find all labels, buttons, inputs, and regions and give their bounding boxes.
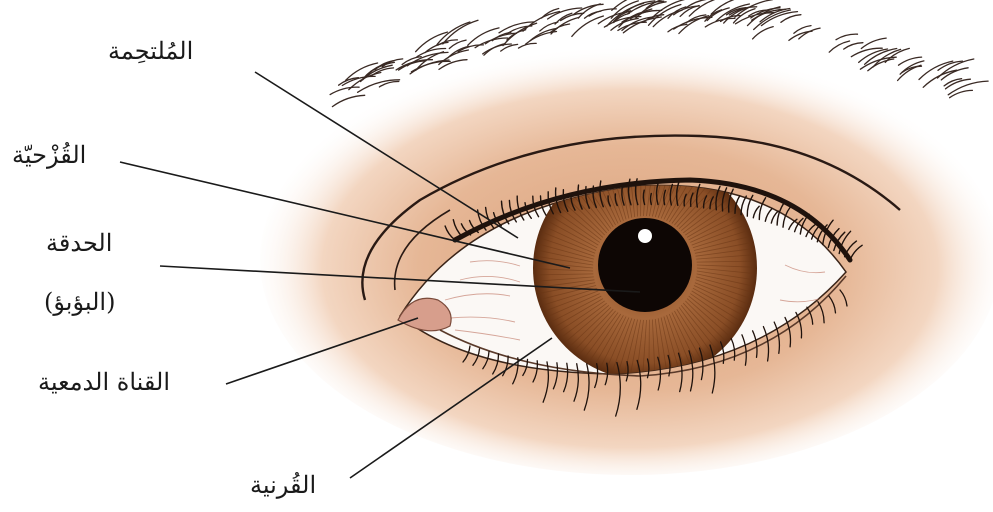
eyebrow-hair	[946, 79, 971, 89]
upper-eyelash	[651, 194, 652, 205]
label-tear-duct: القناة الدمعية	[38, 367, 170, 397]
eyebrow-hair	[705, 18, 735, 27]
label-pupil-alt: (البؤبؤ)	[44, 287, 115, 317]
eyebrow-hair	[519, 43, 537, 48]
eyebrow-hair	[861, 38, 886, 48]
label-pupil: الحدقة	[46, 228, 112, 258]
eyebrow-hair	[868, 59, 894, 71]
eyebrow-hair	[836, 34, 858, 40]
eyebrow-hair	[781, 15, 801, 23]
eyebrow-hair	[899, 57, 922, 65]
eyebrow-hair	[572, 16, 604, 36]
eyebrow-hair	[499, 22, 535, 33]
pupil-highlight	[638, 229, 652, 243]
eyebrow-hair	[330, 87, 359, 94]
label-conjunctiva: المُلتحِمة	[108, 36, 193, 66]
eyebrow-hair	[938, 61, 963, 70]
eyebrow-hair	[332, 95, 364, 106]
eyebrow-hair	[844, 43, 863, 49]
label-cornea: القُرنية	[250, 470, 316, 500]
label-iris: القُزْحيّة	[12, 140, 86, 170]
